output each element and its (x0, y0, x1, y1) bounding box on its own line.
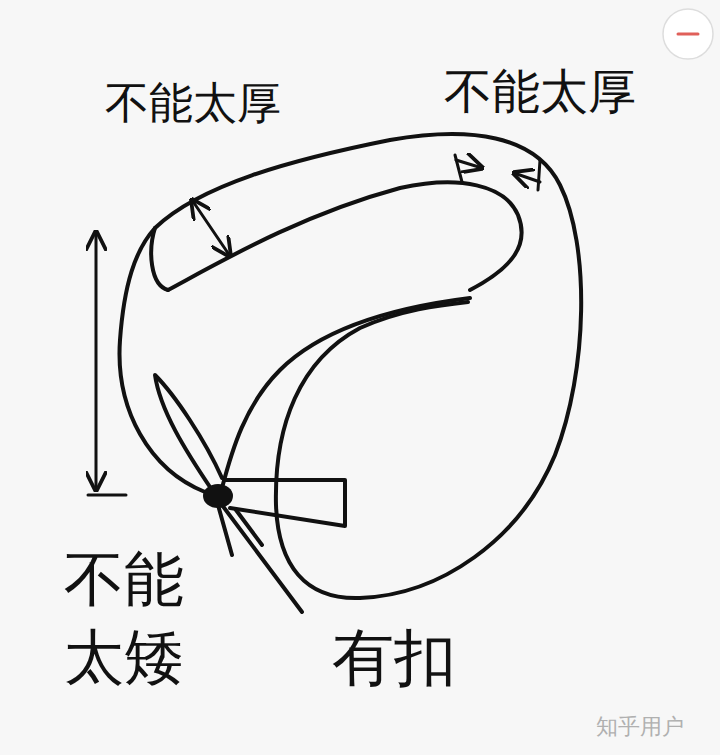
dimension-arrow (514, 173, 540, 182)
minus-button-dash (678, 33, 698, 36)
ribbon-loop (155, 375, 222, 490)
dimension-tick (88, 494, 126, 497)
dimension-arrow (192, 200, 230, 256)
note-label: 有扣 (332, 622, 456, 693)
watermark: 知乎用户 (596, 714, 684, 739)
pillow-end (151, 228, 168, 290)
dimension-arrow (95, 232, 98, 490)
pillow-inner-edge (168, 182, 522, 290)
buckle-knot (203, 484, 233, 508)
dimension-tick (538, 160, 540, 190)
leader-line (222, 505, 302, 612)
pillow-outline (120, 134, 582, 598)
pillow-inner-edge (222, 298, 470, 488)
dimension-tick (455, 155, 462, 182)
note-label: 不能太厚 (105, 78, 281, 129)
note-label: 不能太矮 (64, 540, 187, 696)
dimension-arrow (456, 160, 482, 168)
note-label: 不能太厚 (444, 64, 636, 119)
minus-button (663, 9, 713, 59)
